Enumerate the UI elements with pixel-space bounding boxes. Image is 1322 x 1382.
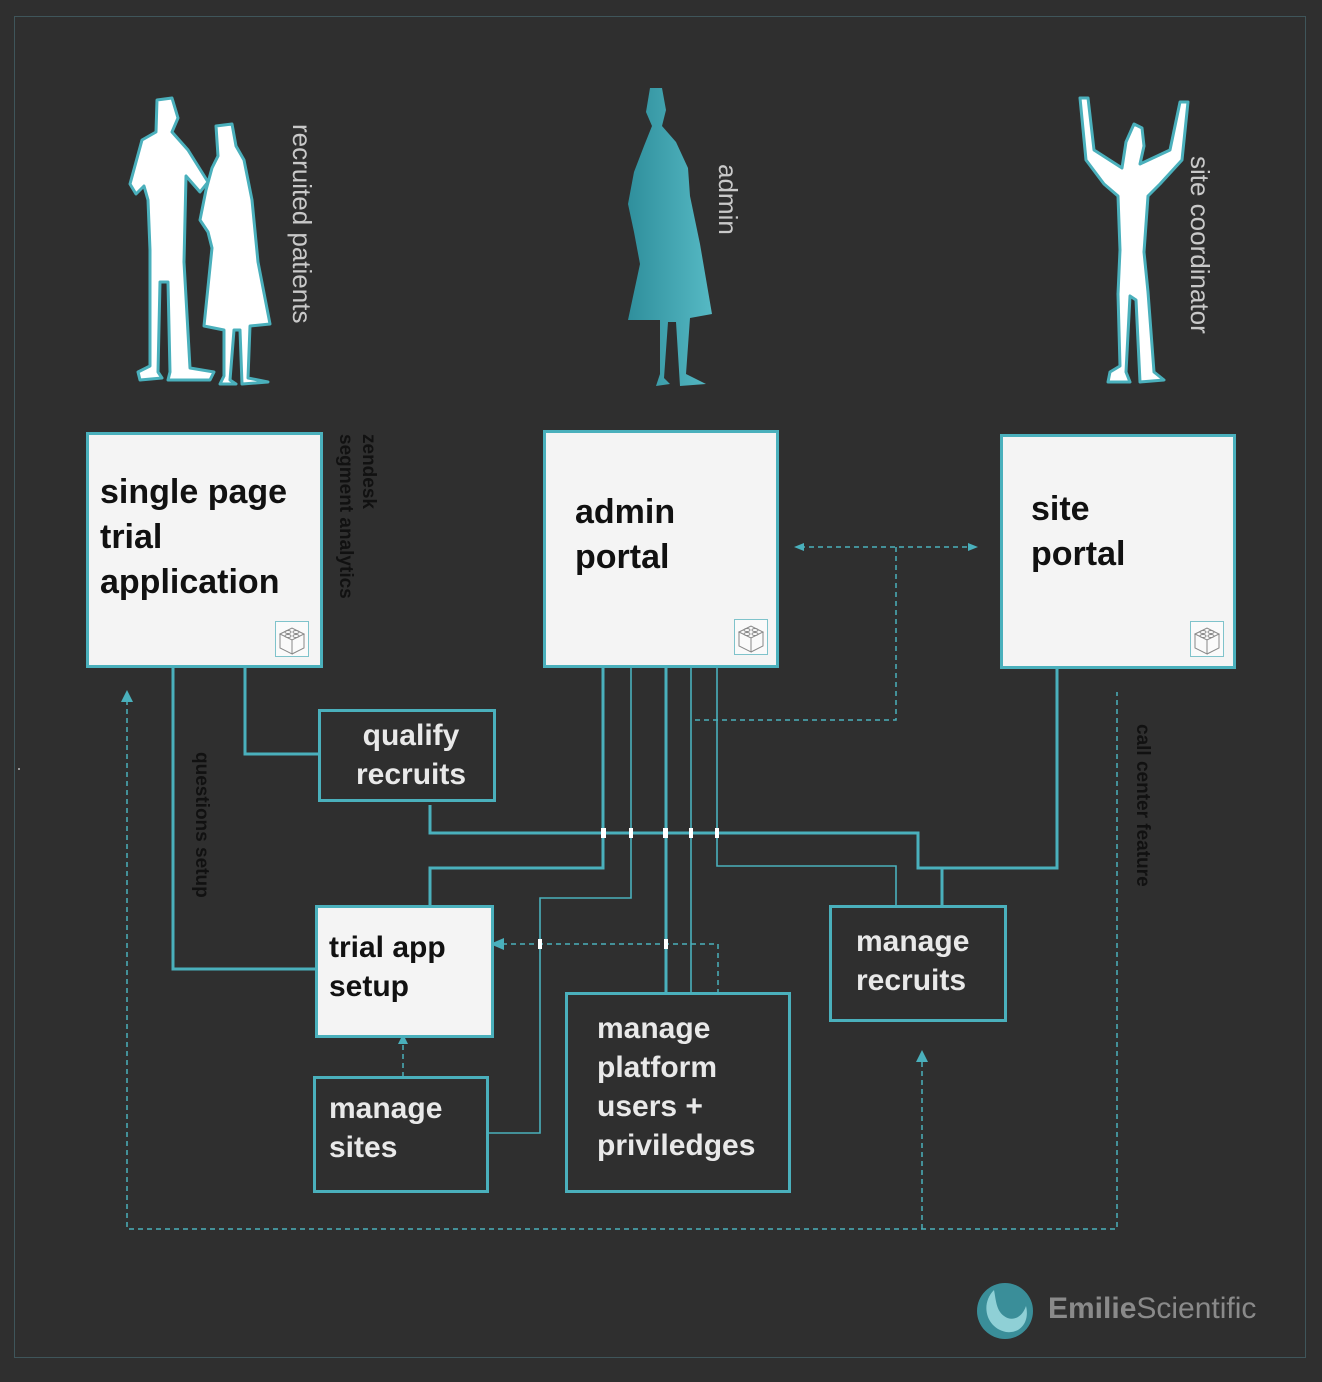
brand-name-bold: Emilie: [1048, 1292, 1137, 1325]
diagram-frame: [14, 16, 1306, 1358]
trial-app-setup-label: trial app setup: [329, 931, 446, 1003]
admin-portal-box[interactable]: admin portal: [543, 430, 779, 668]
lego-block-icon: [275, 621, 309, 657]
manage-sites-box[interactable]: manage sites: [313, 1076, 489, 1193]
admin-figure-icon: [628, 88, 712, 386]
qualify-recruits-label: qualify recruits: [355, 719, 467, 791]
lego-block-icon: [734, 619, 768, 655]
brand-name: EmilieScientific: [1048, 1292, 1256, 1326]
note-segment: segment analytics: [335, 434, 356, 599]
emilie-scientific-logo: [977, 1283, 1033, 1339]
manage-recruits-label: manage recruits: [856, 925, 970, 997]
site-portal-box[interactable]: site portal: [1000, 434, 1236, 669]
manage-recruits-box[interactable]: manage recruits: [829, 905, 1007, 1022]
note-call-center: call center feature: [1132, 724, 1153, 887]
persona-label-patients: recruited patients: [287, 124, 317, 324]
brand-name-light: Scientific: [1136, 1292, 1257, 1325]
trial-application-box[interactable]: single page trial application: [86, 432, 323, 668]
trial-app-setup-box[interactable]: trial app setup: [315, 905, 494, 1038]
note-zendesk: zendesk: [358, 434, 379, 509]
trial-application-label: single page trial application: [100, 473, 288, 601]
note-questions-setup: questions setup: [191, 752, 212, 898]
brand-wordmark: EmilieScientific: [974, 1280, 1294, 1340]
manage-users-box[interactable]: manage platform users + priviledges: [565, 992, 791, 1193]
patients-figure-icon: [128, 96, 272, 386]
qualify-recruits-box[interactable]: qualify recruits: [318, 709, 496, 802]
note-integrations: zendesk segment analytics: [334, 434, 380, 599]
manage-users-label: manage platform users + priviledges: [597, 1012, 756, 1162]
persona-label-admin: admin: [713, 164, 743, 235]
site-portal-label: site portal: [1031, 490, 1126, 573]
coordinator-figure-icon: [1078, 96, 1190, 384]
stray-dot: [18, 768, 20, 770]
manage-sites-label: manage sites: [329, 1092, 443, 1164]
lego-block-icon: [1190, 621, 1224, 657]
admin-portal-label: admin portal: [575, 493, 676, 576]
persona-label-coordinator: site coordinator: [1185, 156, 1215, 334]
